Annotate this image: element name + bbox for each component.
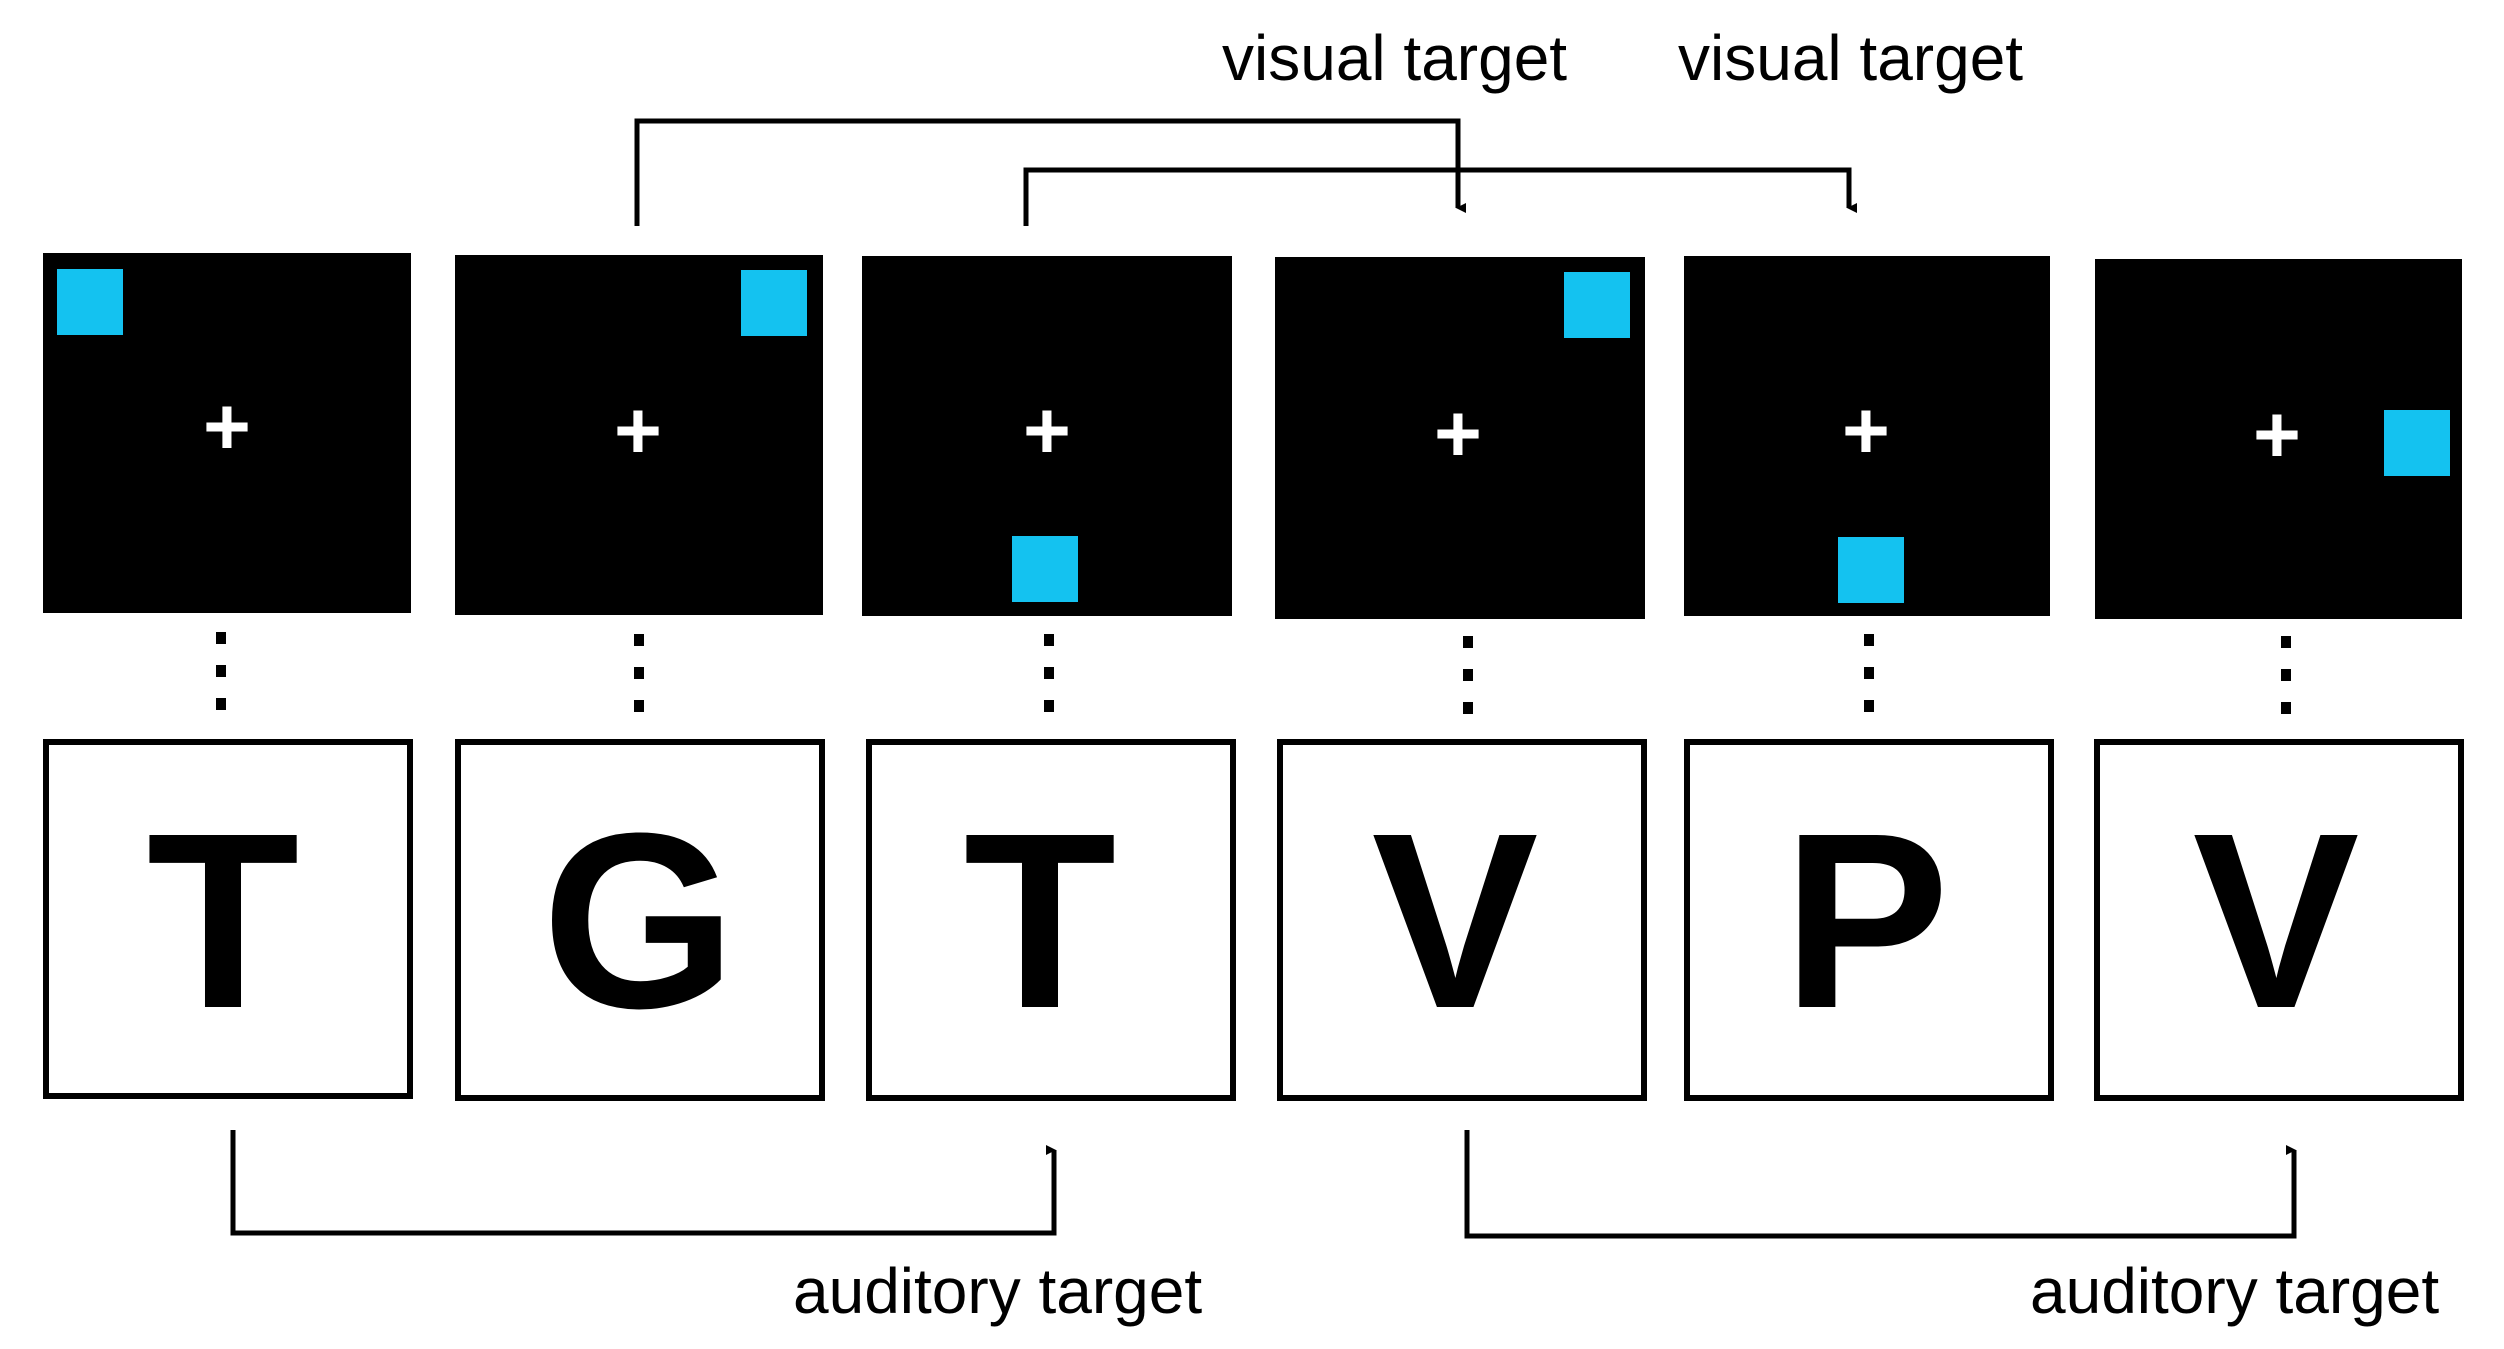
letter-box-5: P (1684, 739, 2054, 1101)
letter-box-6: V (2094, 739, 2464, 1101)
fixation-cross-6: + (2253, 390, 2301, 481)
letter-4: V (1372, 781, 1539, 1060)
dots-5 (1864, 634, 1874, 712)
visual-target-connectors (634, 118, 1857, 226)
visual-screen-3: + (862, 256, 1232, 616)
visual-screen-4: + (1275, 257, 1645, 619)
target-square-1 (57, 269, 123, 335)
letter-box-4: V (1277, 739, 1647, 1101)
target-square-4 (1564, 272, 1630, 338)
target-square-3 (1012, 536, 1078, 602)
letter-5: P (1783, 781, 1950, 1060)
visual-screen-6: + (2095, 259, 2462, 619)
fixation-cross-1: + (203, 382, 251, 473)
target-square-5 (1838, 537, 1904, 603)
fixation-cross-5: + (1842, 386, 1890, 477)
letter-1: T (147, 781, 300, 1060)
visual-screen-2: + (455, 255, 823, 615)
fixation-cross-3: + (1023, 386, 1071, 477)
target-square-6 (2384, 410, 2450, 476)
auditory-target-label-2: auditory target (2030, 1255, 2439, 1327)
visual-screen-5: + (1684, 256, 2050, 616)
letter-box-2: G (455, 739, 825, 1101)
labels: visual target visual target auditory tar… (793, 22, 2439, 1327)
visual-target-label-2: visual target (1678, 22, 2023, 94)
dots-1 (216, 632, 226, 710)
visual-target-label-1: visual target (1222, 22, 1567, 94)
letter-3: T (964, 781, 1117, 1060)
visual-connector-1 (634, 118, 1466, 226)
fixation-cross-4: + (1434, 389, 1482, 480)
auditory-target-label-1: auditory target (793, 1255, 1202, 1327)
auditory-connector-2 (1464, 1130, 2297, 1239)
dotted-connectors (216, 632, 2291, 714)
visual-connector-2 (1023, 167, 1857, 226)
auditory-connector-1 (230, 1130, 1057, 1236)
target-square-2 (741, 270, 807, 336)
dots-2 (634, 634, 644, 712)
dots-6 (2281, 636, 2291, 714)
visual-screens-row: + + + + + + (43, 253, 2462, 619)
fixation-cross-2: + (614, 386, 662, 477)
letter-box-3: T (866, 739, 1236, 1101)
visual-screen-1: + (43, 253, 411, 613)
dots-3 (1044, 634, 1054, 712)
auditory-target-connectors (230, 1130, 2297, 1239)
letter-2: G (542, 781, 736, 1060)
dots-4 (1463, 636, 1473, 714)
letter-boxes-row: T G T V P V (43, 739, 2464, 1101)
letter-box-1: T (43, 739, 413, 1099)
letter-6: V (2193, 781, 2360, 1060)
